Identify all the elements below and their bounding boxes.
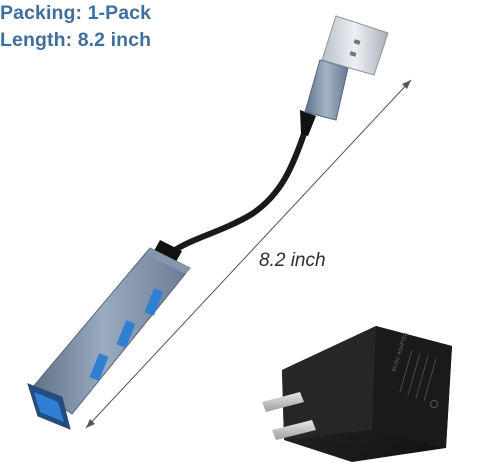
dimension-arrow xyxy=(85,79,412,429)
usb-port-1 xyxy=(89,353,109,381)
usb-cable xyxy=(169,125,309,255)
power-adapter: AC/DC ADAPTER xyxy=(262,326,452,462)
usb-hub-body xyxy=(27,247,191,430)
usb-a-plug xyxy=(304,15,389,121)
length-spec: Length: 8.2 inch xyxy=(0,29,152,51)
cable-strain-relief-bottom xyxy=(154,240,182,262)
adapter-prong-bottom xyxy=(272,420,316,440)
length-dimension-label: 8.2 inch xyxy=(259,250,326,271)
packing-spec: Packing: 1-Pack xyxy=(0,2,152,24)
usb-port-2 xyxy=(116,320,136,348)
adapter-prong-top xyxy=(262,392,304,412)
cable-strain-relief-top xyxy=(300,110,316,136)
spec-text-block: Packing: 1-Pack Length: 8.2 inch xyxy=(0,0,151,54)
usb-port-3 xyxy=(144,288,164,316)
